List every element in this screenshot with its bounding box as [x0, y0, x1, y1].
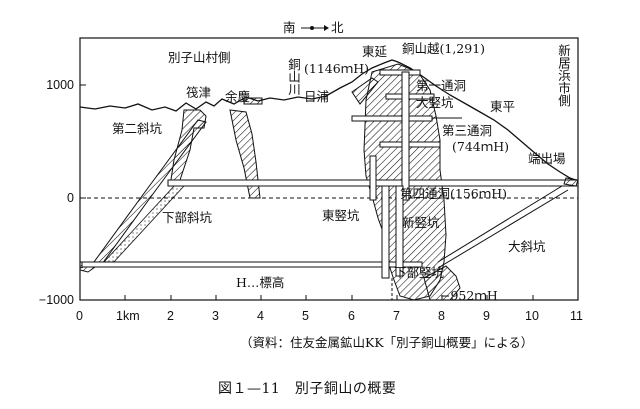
- x-tick-label: 6: [348, 309, 355, 323]
- label-higashidaira: 東平: [490, 99, 516, 114]
- label-legend-h: H…標高: [236, 275, 285, 290]
- x-tick-label: 10: [525, 309, 539, 323]
- x-tick-label: 5: [302, 309, 309, 323]
- label-east-shaft: 東竪坑: [322, 208, 360, 223]
- source-note: （資料：住友金属鉱山KK「別子銅山概要」による）: [240, 335, 534, 350]
- toen-ore-body: [351, 77, 379, 105]
- second-incline-shaft: [93, 119, 207, 265]
- new-shaft: [395, 185, 404, 277]
- x-tick-label: 4: [257, 309, 264, 323]
- y-tick-label-minus1000: −1000: [38, 293, 74, 307]
- x-tick-label: 11: [570, 309, 583, 323]
- label-new-shaft: 新竪坑: [402, 215, 440, 230]
- daitate-shaft: [401, 71, 410, 201]
- label-hiura: 日浦: [304, 89, 330, 104]
- label-dozangoe: 銅山越(1,291): [402, 41, 486, 56]
- compass-south: 南: [283, 20, 296, 35]
- label-besshiyama: 別子山村側: [168, 50, 231, 65]
- label-toen: 東延: [362, 44, 388, 59]
- label-niihama: 新居浜市側: [556, 44, 571, 107]
- yokei-vein: [229, 109, 261, 199]
- label-tunnel1-elev: (1146ｍH): [304, 61, 369, 76]
- yokei-ore-body: [243, 97, 263, 105]
- label-tunnel3-elev: (744ｍH): [452, 139, 510, 154]
- tunnel3-line: [351, 115, 433, 122]
- level-3-crosscut: [379, 141, 441, 148]
- x-tick-label: 7: [393, 309, 400, 323]
- tunnel1-line: [379, 69, 421, 76]
- x-tick-label: 2: [167, 309, 174, 323]
- label-lower-incline: 下部斜坑: [162, 210, 213, 225]
- x-tick-label: 1km: [116, 309, 140, 323]
- label-dozan-river: 銅山川: [286, 58, 301, 96]
- label-tunnel3: 第三通洞: [442, 123, 493, 138]
- label-second-incline: 第二斜坑: [112, 121, 163, 136]
- large-incline-lower: [437, 189, 569, 269]
- label-kurusu: 筏津: [186, 85, 212, 100]
- x-tick-label: 0: [76, 309, 83, 323]
- figure-caption: 図１—11 別子銅山の概要: [218, 381, 397, 397]
- label-lower-shaft: 下部竪坑: [394, 265, 445, 280]
- x-tick-label: 9: [483, 309, 490, 323]
- label-large-incline: 大斜坑: [508, 239, 546, 254]
- lower-level-line: [81, 261, 423, 268]
- compass-arrowhead: [324, 25, 329, 31]
- label-yokei: 余慶: [225, 89, 251, 104]
- compass-north: 北: [331, 20, 344, 35]
- lower-ore-body: [423, 265, 461, 301]
- east-shaft: [381, 185, 390, 279]
- compass-dot: [310, 26, 314, 30]
- x-tick-label: 8: [438, 309, 445, 323]
- x-tick-label: 3: [212, 309, 219, 323]
- label-tunnel1: 第一通洞: [416, 78, 467, 93]
- label-daitate: 大竪坑: [416, 95, 454, 110]
- large-incline-upper: [437, 185, 563, 263]
- y-tick-label-0: 0: [67, 191, 74, 205]
- label-hade: 端出場: [528, 151, 566, 166]
- y-tick-label-1000: 1000: [46, 78, 74, 92]
- hade-portal: [563, 177, 579, 187]
- label-tunnel4: 第四通洞(156ｍH): [400, 186, 508, 201]
- ground-surface: [79, 59, 579, 182]
- level-1-crosscut: [385, 93, 435, 100]
- plot-frame: [79, 37, 579, 301]
- east-shaft-upper: [369, 155, 377, 201]
- label-bottom-depth: −952ｍH: [440, 288, 498, 303]
